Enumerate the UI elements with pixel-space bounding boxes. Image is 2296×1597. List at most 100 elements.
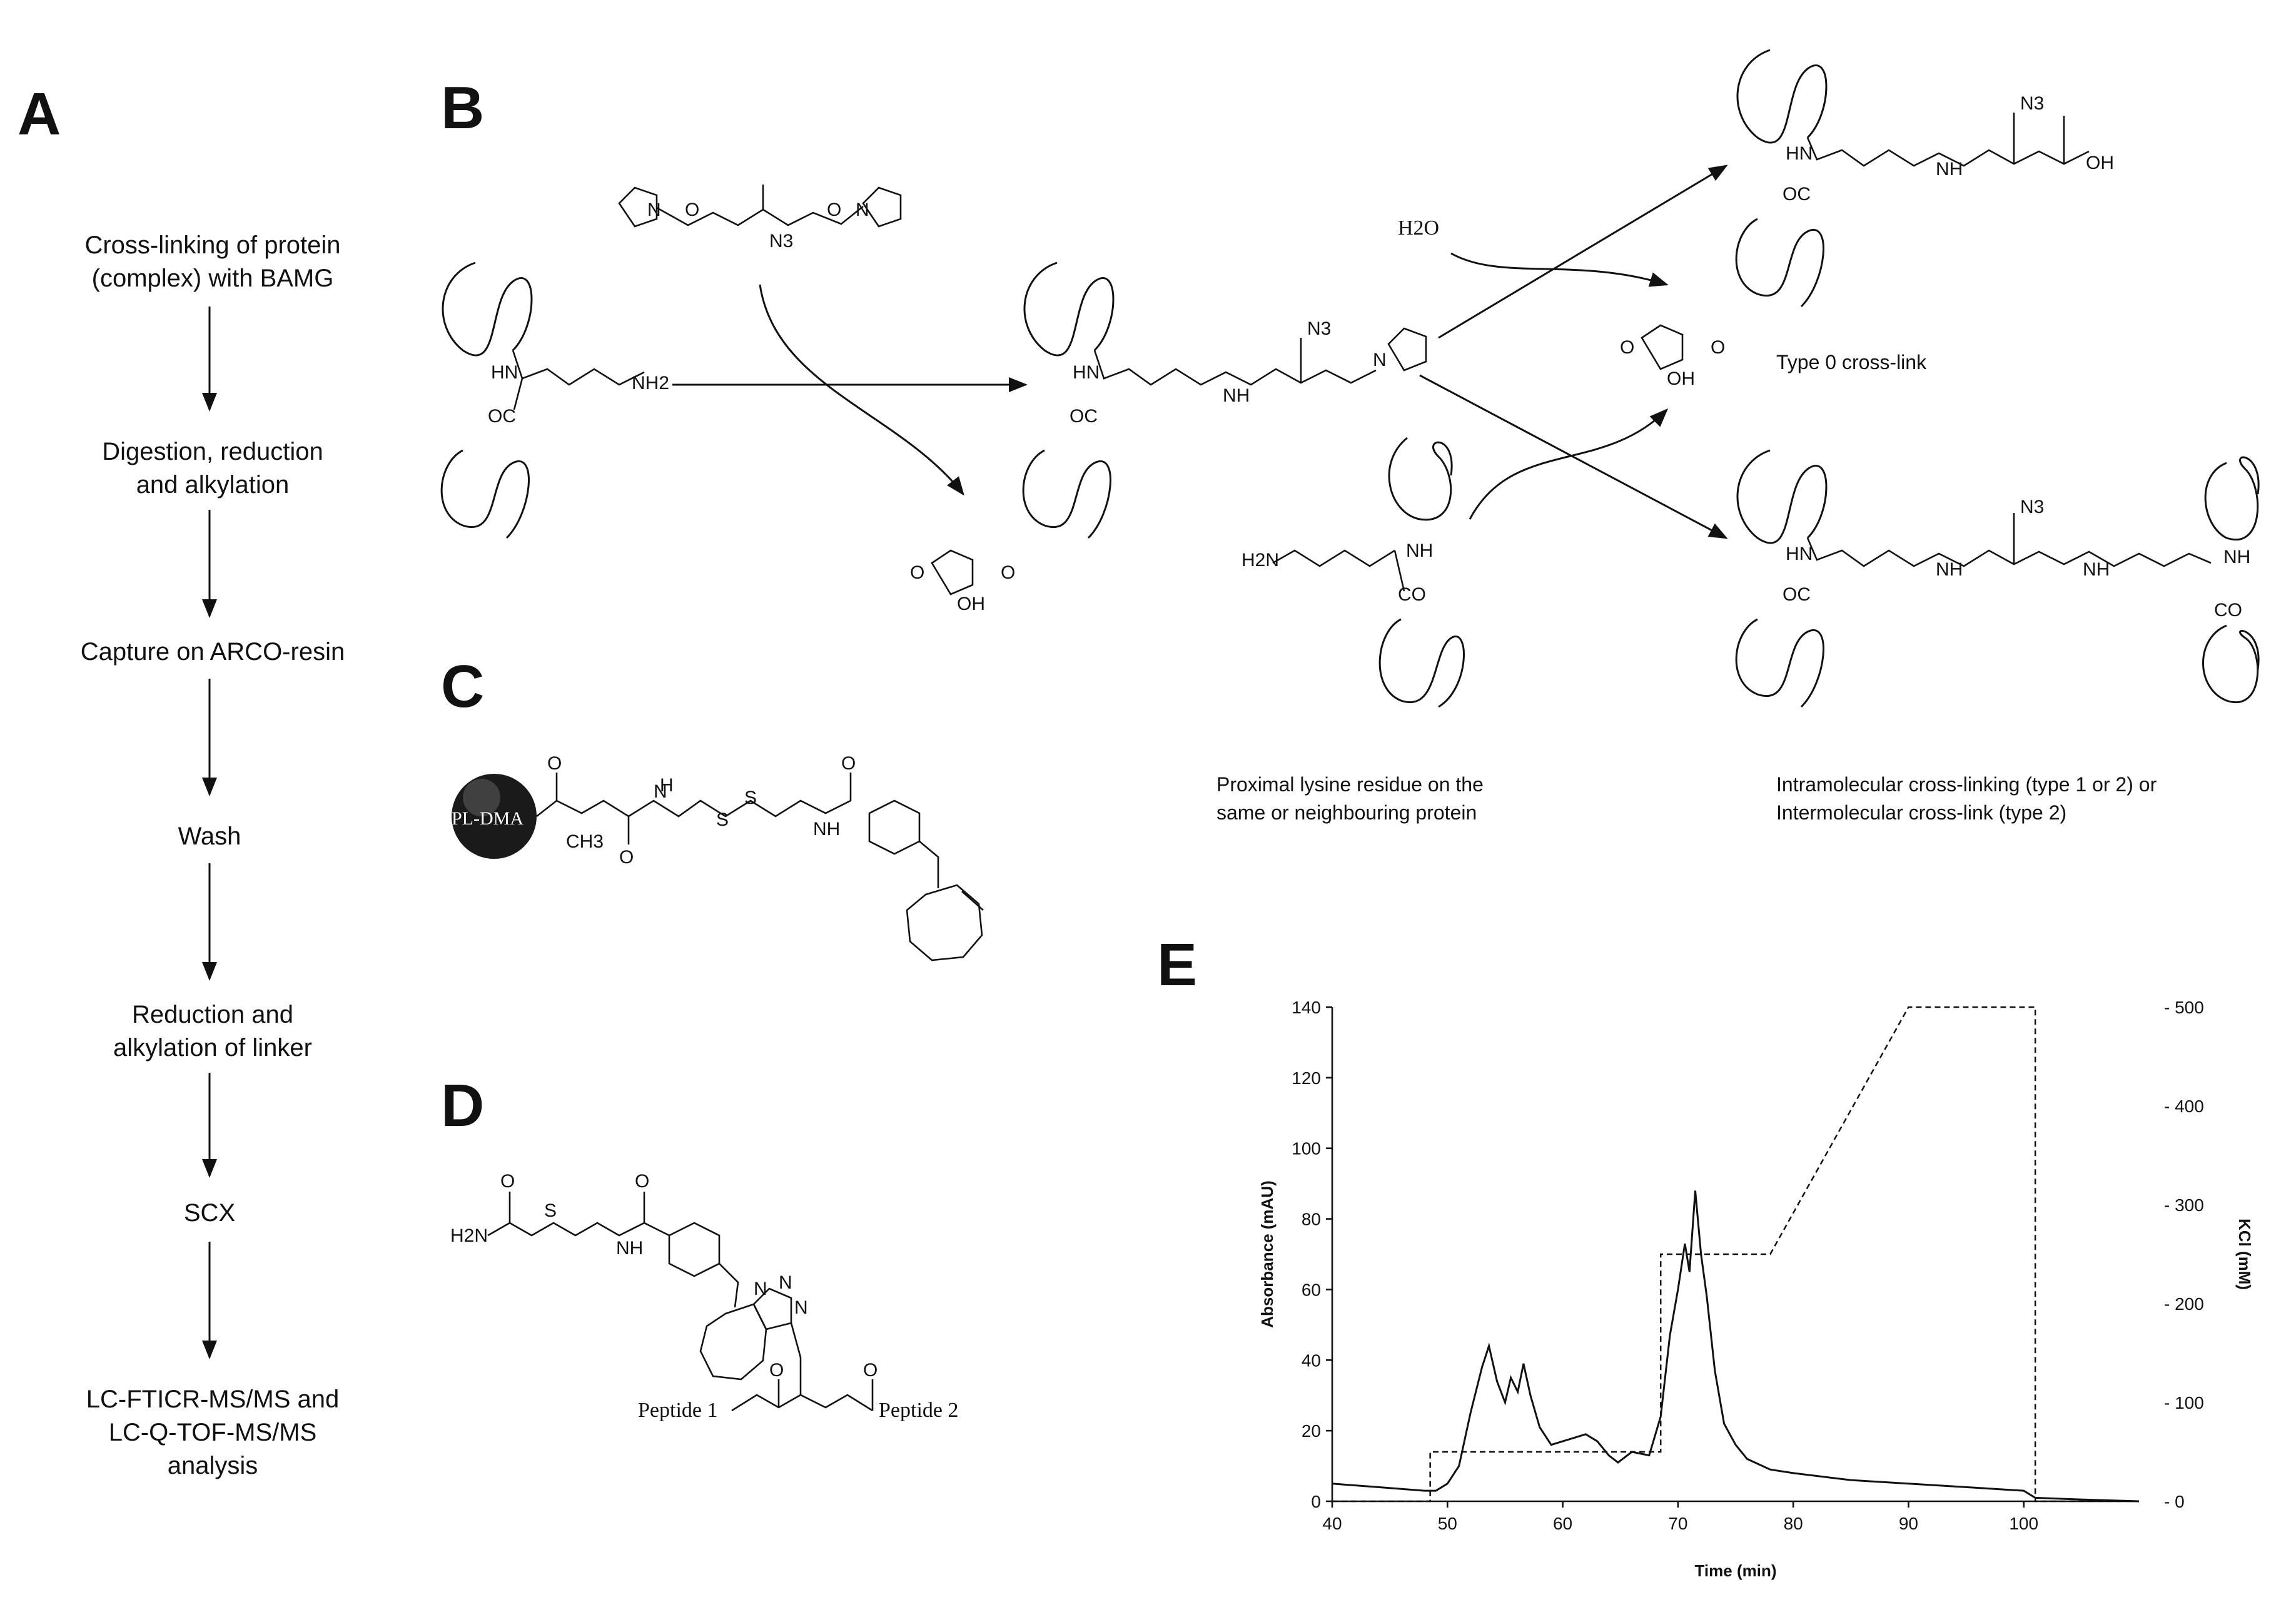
lysine-curve-arrow	[1469, 408, 1669, 520]
intra-caption-line-1: Intramolecular cross-linking (type 1 or …	[1776, 773, 2157, 796]
step-2-line-2: and alkylation	[136, 471, 290, 499]
step-7-line-2: LC-Q-TOF-MS/MS	[109, 1419, 317, 1446]
resin-h-1: H	[660, 775, 674, 796]
reaction-arrow-release-nhs	[759, 284, 964, 496]
xl-nh-right-protein: NH	[2223, 547, 2250, 567]
resin-structure-panel: PL-DMA O O O CH3 N H S S NH	[452, 753, 984, 961]
xl-hn-label: HN	[1786, 544, 1813, 564]
y-tick-label: 0	[1311, 1492, 1321, 1511]
nhs-ring	[931, 549, 974, 596]
y2-axis-title: KCl (mM)	[2235, 1219, 2254, 1290]
resin-cyclooctyne	[906, 884, 983, 961]
bamg-n3-label: N3	[769, 231, 793, 251]
int-oc-label: OC	[1070, 406, 1098, 427]
nhs-o-left: O	[910, 562, 924, 583]
int-nh-label: NH	[1223, 385, 1250, 406]
workflow-step-6: SCX	[184, 1199, 235, 1227]
resin-s-2: S	[744, 788, 757, 808]
nhs2-o-right: O	[1711, 337, 1725, 358]
y2-tick-label: - 200	[2164, 1294, 2204, 1314]
type0-coil-top	[1736, 49, 1828, 144]
step-1-line-1: Cross-linking of protein	[84, 231, 340, 259]
released-nhs-2: O O OH	[1620, 324, 1725, 389]
intermediate-chain	[1093, 350, 1377, 386]
panel-label-c: C	[441, 653, 484, 720]
int-n3-label: N3	[1307, 318, 1331, 339]
product-o-1: O	[500, 1171, 515, 1192]
type0-hn-label: HN	[1786, 143, 1813, 164]
lysine-chain	[512, 350, 645, 386]
water-curve-arrow	[1450, 252, 1669, 287]
proximal-lysine-structure: H2N NH CO	[1242, 437, 1465, 708]
int-hn-label: HN	[1073, 362, 1100, 383]
triazole-n-1: N	[754, 1279, 767, 1299]
workflow-step-3: Capture on ARCO-resin	[81, 638, 345, 666]
y-axis-title: Absorbance (mAU)	[1258, 1180, 1277, 1327]
type0-n3-label: N3	[2020, 93, 2044, 114]
xl-n3-label: N3	[2020, 497, 2044, 517]
proximal-caption-line-1: Proximal lysine residue on the	[1216, 773, 1484, 796]
bamg-n-right: N	[856, 200, 869, 220]
xl-chain	[1806, 537, 2212, 567]
crosslinked-product-structure: HN OC NH N3 NH NH CO	[1735, 449, 2260, 708]
y2-tick-label: - 100	[2164, 1393, 2204, 1412]
y-ticks-right: - 0- 100- 200- 300- 400- 500	[2164, 998, 2204, 1511]
crosslink-arrow	[1419, 374, 1728, 539]
panel-label-e: E	[1157, 931, 1197, 998]
product-o-3: O	[769, 1360, 784, 1381]
protein-coil-bottom	[440, 449, 530, 539]
y2-tick-label: - 400	[2164, 1097, 2204, 1116]
resin-bead-label: PL-DMA	[452, 808, 523, 829]
protein-lysine-structure: HN OC NH2	[440, 261, 669, 539]
proximal-caption-line-2: same or neighbouring protein	[1216, 801, 1477, 824]
step-2-line-1: Digestion, reduction	[102, 438, 323, 465]
xl-oc-label: OC	[1783, 584, 1811, 605]
resin-ch3-label: CH3	[566, 831, 604, 852]
workflow-step-1: Cross-linking of protein (complex) with …	[84, 231, 340, 292]
proximal-coil-bottom	[1378, 618, 1465, 708]
workflow-step-5: Reduction and alkylation of linker	[113, 1001, 312, 1062]
absorbance-trace	[1332, 1190, 2140, 1503]
y-tick-label: 40	[1302, 1351, 1321, 1370]
product-n-linker	[790, 1322, 802, 1395]
workflow-step-4: Wash	[178, 823, 241, 850]
product-cyclohexane	[668, 1222, 721, 1277]
product-chain	[487, 1222, 670, 1237]
type0-coil-bottom	[1735, 218, 1824, 308]
triazole-n-3: N	[794, 1297, 808, 1318]
peptide-2-label: Peptide 2	[879, 1399, 958, 1422]
xl-coil-top-left	[1736, 449, 1828, 544]
water-label: H2O	[1398, 216, 1439, 240]
y-tick-label: 20	[1302, 1421, 1321, 1441]
proximal-coil-top	[1388, 437, 1453, 521]
product-nh-label: NH	[616, 1238, 643, 1259]
workflow-panel: Cross-linking of protein (complex) with …	[81, 231, 345, 1479]
backbone-bond	[513, 378, 523, 410]
product-o-4: O	[863, 1360, 877, 1381]
resin-s-1: S	[716, 809, 729, 830]
triazole-n-2: N	[779, 1272, 792, 1293]
y-tick-label: 140	[1292, 998, 1321, 1017]
activated-intermediate: HN OC NH N3 N	[1022, 261, 1427, 539]
intermediate-coil-bottom	[1022, 449, 1111, 539]
step-5-line-1: Reduction and	[132, 1001, 293, 1028]
resin-o-2: O	[619, 847, 634, 868]
bamg-o-right: O	[827, 200, 841, 220]
type0-oh-label: OH	[2086, 153, 2114, 173]
peptide-1-label: Peptide 1	[638, 1399, 717, 1422]
y2-tick-label: - 300	[2164, 1195, 2204, 1215]
product-h2n-label: H2N	[450, 1225, 488, 1246]
product-o-2: O	[635, 1171, 649, 1192]
xl-coil-bottom-left	[1735, 618, 1824, 708]
product-methylene	[719, 1263, 739, 1308]
resin-nh-1: N	[654, 781, 667, 802]
nhs-o-right: O	[1001, 562, 1015, 583]
step-5-line-2: alkylation of linker	[113, 1034, 312, 1062]
x-tick-label: 90	[1899, 1514, 1918, 1533]
chart-series	[1332, 1006, 2140, 1503]
x-tick-label: 80	[1784, 1514, 1803, 1533]
proximal-lysine-chain	[1272, 549, 1395, 567]
nh2-label: NH2	[632, 373, 669, 393]
